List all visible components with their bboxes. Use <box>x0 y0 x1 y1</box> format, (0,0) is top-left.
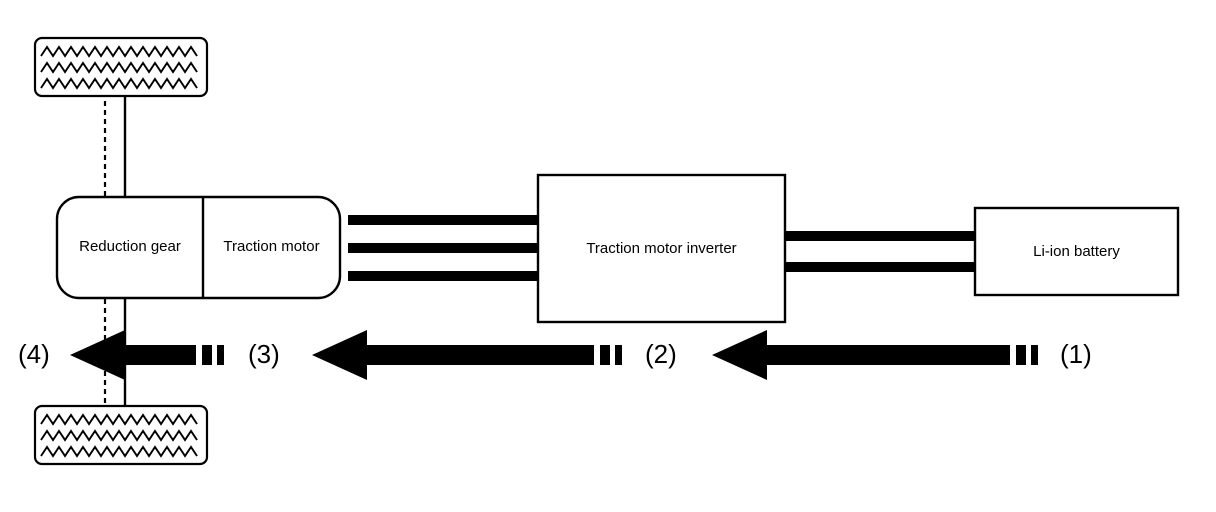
dc-cable <box>785 231 975 272</box>
traction-motor-inverter-label: Traction motor inverter <box>586 240 737 257</box>
li-ion-battery-label: Li-ion battery <box>1033 243 1120 260</box>
flow-label-2: (2) <box>645 339 677 369</box>
motor-assembly[interactable] <box>55 195 342 300</box>
three-phase-cable <box>348 215 538 281</box>
traction-motor-label: Traction motor <box>223 238 320 255</box>
rear-wheel-block[interactable] <box>35 406 207 464</box>
flow-arrow-3-left-arrow-icon <box>70 330 224 380</box>
flow-arrow-1-left-arrow-icon <box>712 330 1038 380</box>
rear-wheel-tire-icon <box>33 404 209 466</box>
flow-label-4: (4) <box>18 339 50 369</box>
front-wheel-tire-icon <box>33 36 209 98</box>
traction-motor-block[interactable] <box>203 197 340 298</box>
reduction-gear-block[interactable] <box>57 197 203 298</box>
front-wheel-block[interactable] <box>35 38 207 96</box>
reduction-gear-label: Reduction gear <box>79 238 181 255</box>
li-ion-battery-block[interactable] <box>975 208 1178 295</box>
flow-label-3: (3) <box>248 339 280 369</box>
flow-label-1: (1) <box>1060 339 1092 369</box>
traction-motor-inverter-box[interactable] <box>536 173 787 324</box>
traction-motor-inverter-block[interactable] <box>538 175 785 322</box>
flow-arrow-2-left-arrow-icon <box>312 330 622 380</box>
li-ion-battery-box[interactable] <box>973 206 1180 297</box>
